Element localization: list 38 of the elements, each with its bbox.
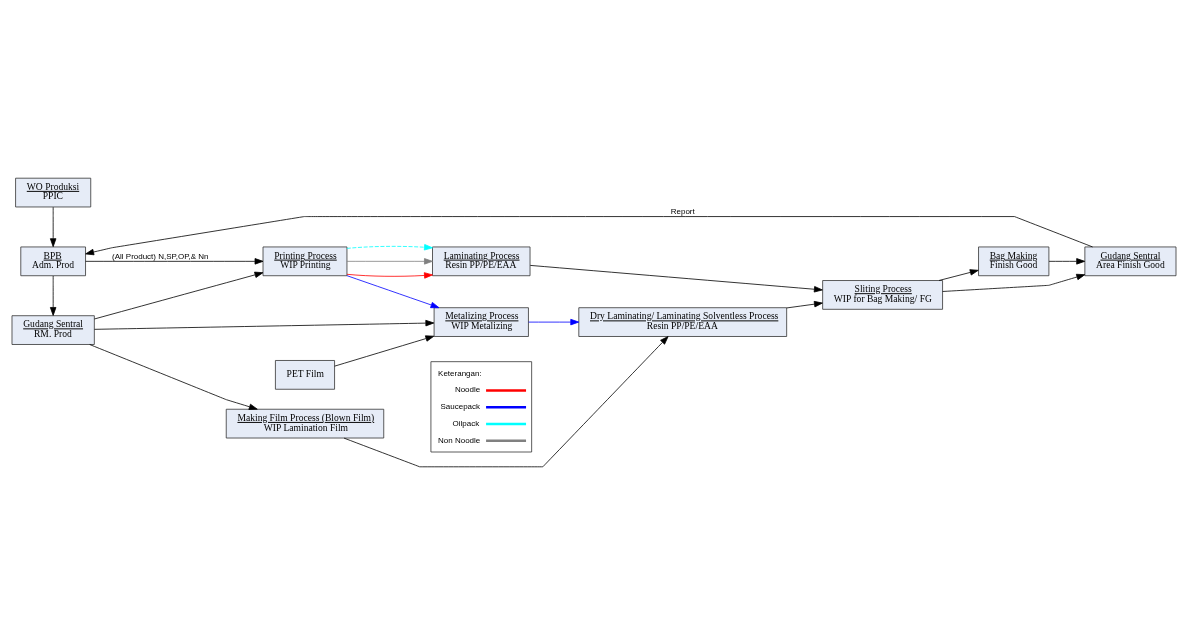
node-box: WO Produksi PPIC (15, 177, 92, 207)
node-box: Gudang Sentral RM. Prod (11, 314, 95, 345)
legend-label: Non Noodle (438, 435, 481, 445)
node-box: Printing Process WIP Printing (262, 246, 348, 276)
node-box: Bag Making Finish Good (978, 246, 1050, 276)
arrow (346, 243, 433, 250)
node-box: BPB Adm. Prod (20, 246, 86, 276)
arrow (343, 335, 669, 467)
arrow (346, 271, 433, 279)
arrow (85, 257, 264, 265)
node-box: Making Film Process (Blown Film) WIP Lamination Film (225, 408, 385, 438)
arrow (49, 275, 57, 316)
node-box: PET Film (275, 359, 335, 390)
edge-label: (All Product) N,SP,OP,& Nn (112, 251, 209, 261)
node-box: Laminating Process Resin PP/PE/EAA (432, 246, 531, 276)
arrow (346, 274, 440, 308)
arrow (89, 343, 258, 410)
arrow (94, 319, 435, 330)
label: Keterangan: (438, 368, 482, 378)
arrow (94, 271, 264, 319)
node-box: Dry Laminating/ Laminating Solventless Process Resin PP/PE/EAA (578, 306, 788, 337)
legend-label: Oilpack (452, 418, 480, 428)
arrow (942, 273, 1086, 292)
arrow (529, 264, 823, 292)
arrow (1048, 257, 1086, 265)
node-box: Sliting Process WIP for Bag Making/ FG (822, 279, 943, 310)
arrow (334, 334, 435, 367)
arrow (938, 268, 979, 281)
arrow (49, 206, 57, 247)
legend-label: Noodle (454, 384, 481, 394)
arrow (786, 300, 823, 308)
node-box: Metalizing Process WIP Metalizing (433, 306, 529, 337)
arrow (528, 318, 580, 325)
arrow (85, 215, 1093, 255)
edge-label: Report (670, 206, 695, 216)
legend-label: Saucepack (440, 401, 481, 411)
node-box: Gudang Sentral Area Finish Good (1084, 246, 1177, 276)
arrow (346, 257, 433, 265)
